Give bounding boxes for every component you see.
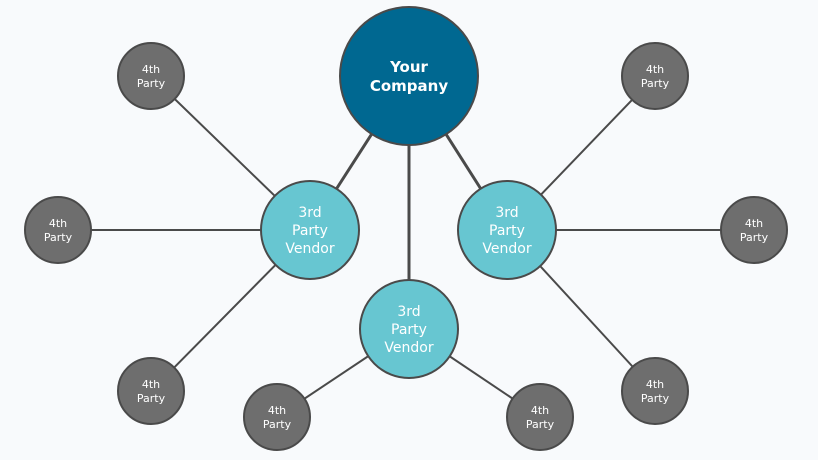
vendor-right-node-circle — [457, 180, 557, 280]
vendor-right-node-label: 3rd — [495, 205, 518, 221]
fp-right-mid-node-circle — [720, 196, 788, 264]
vendor-middle-node-label: Party — [391, 322, 427, 338]
fp-left-top-node-label: Party — [137, 77, 166, 90]
vendor-middle-node-circle — [359, 279, 459, 379]
fp-middle-left-node-label: Party — [263, 418, 292, 431]
vendor-left-node-label: Party — [292, 223, 328, 239]
fp-middle-left-node-circle — [243, 383, 311, 451]
fp-middle-right-node-circle — [506, 383, 574, 451]
company-node-label: Your — [389, 58, 428, 76]
fp-left-bottom-node-label: Party — [137, 392, 166, 405]
fp-right-top-node-circle — [621, 42, 689, 110]
company-node-circle — [339, 6, 479, 146]
vendor-left-node-label: Vendor — [285, 241, 334, 257]
fp-right-top-node-label: Party — [641, 77, 670, 90]
company-node-label: Company — [370, 77, 448, 95]
fp-right-top-node-label: 4th — [646, 63, 664, 76]
fp-right-mid-node-label: 4th — [745, 217, 763, 230]
fp-right-mid-node-label: Party — [740, 231, 769, 244]
vendor-right-node-label: Party — [489, 223, 525, 239]
fp-left-top-node-label: 4th — [142, 63, 160, 76]
vendor-right-node-label: Vendor — [482, 241, 531, 257]
vendor-left-node-circle — [260, 180, 360, 280]
fp-left-mid-node-label: 4th — [49, 217, 67, 230]
fp-left-mid-node-label: Party — [44, 231, 73, 244]
fp-left-bottom-node-circle — [117, 357, 185, 425]
fp-middle-left-node-label: 4th — [268, 404, 286, 417]
fp-middle-right-node-label: Party — [526, 418, 555, 431]
fp-left-bottom-node-label: 4th — [142, 378, 160, 391]
vendor-middle-node-label: 3rd — [397, 304, 420, 320]
nodes: YourCompany3rdPartyVendor3rdPartyVendor3… — [24, 6, 788, 451]
vendor-middle-node-label: Vendor — [384, 340, 433, 356]
fp-right-bottom-node-label: 4th — [646, 378, 664, 391]
fp-left-top-node-circle — [117, 42, 185, 110]
vendor-left-node-label: 3rd — [298, 205, 321, 221]
fp-right-bottom-node-circle — [621, 357, 689, 425]
fp-middle-right-node-label: 4th — [531, 404, 549, 417]
fp-left-mid-node-circle — [24, 196, 92, 264]
fp-right-bottom-node-label: Party — [641, 392, 670, 405]
